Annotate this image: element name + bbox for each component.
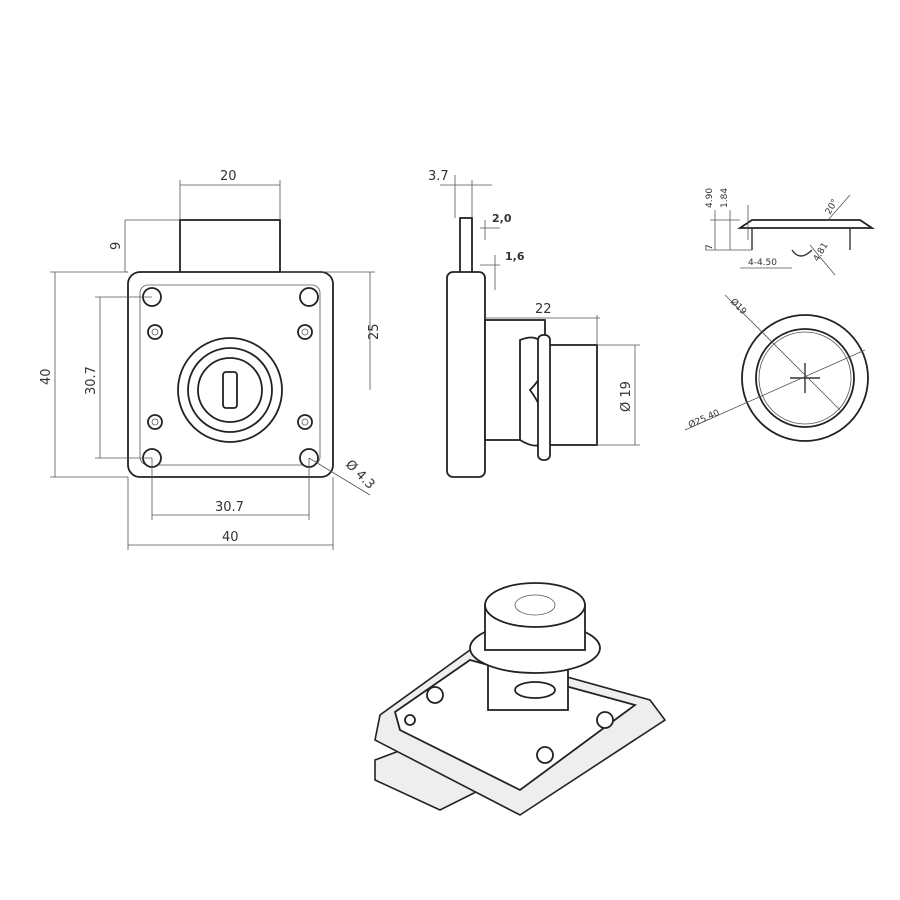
dim-1-84: 1.84 (720, 188, 730, 208)
side-view: 3.7 2,0 1,6 22 Ø 19 (428, 169, 640, 478)
dim-bolt-height: 9 (109, 242, 124, 250)
dim-height-25: 25 (367, 323, 382, 340)
dim-4-90: 4.90 (705, 188, 715, 208)
dim-4-81: 4.81 (812, 241, 831, 263)
dim-plate-thickness: 3.7 (428, 169, 449, 184)
dim-inner-diameter: Ø19 (728, 296, 749, 317)
dim-height-total: 40 (39, 368, 54, 385)
dim-cylinder-diameter: Ø 19 (619, 381, 634, 412)
dim-angle: 20° (824, 198, 841, 217)
dim-4-4-50: 4-4.50 (748, 258, 777, 268)
dim-width-total: 40 (222, 530, 239, 545)
dim-hole-spacing-v: 30.7 (84, 366, 99, 395)
dim-outer-diameter: Ø25.40 (687, 407, 722, 431)
isometric-view (374, 582, 667, 816)
dim-hole-diameter: Ø 4.3 (342, 457, 377, 492)
dim-hole-spacing-h: 30.7 (215, 500, 244, 515)
dim-bolt-offset-b: 1,6 (505, 250, 525, 263)
dim-cylinder-length: 22 (535, 302, 552, 317)
dim-width-top: 20 (220, 169, 237, 184)
detail-view: 4.90 1.84 7 20° 4-4.50 4.81 Ø19 Ø25.40 (684, 188, 875, 442)
front-view: 20 9 25 40 30.7 30.7 40 Ø 4.3 (39, 169, 382, 550)
dim-7: 7 (705, 244, 715, 250)
dim-bolt-offset-a: 2,0 (492, 212, 512, 225)
